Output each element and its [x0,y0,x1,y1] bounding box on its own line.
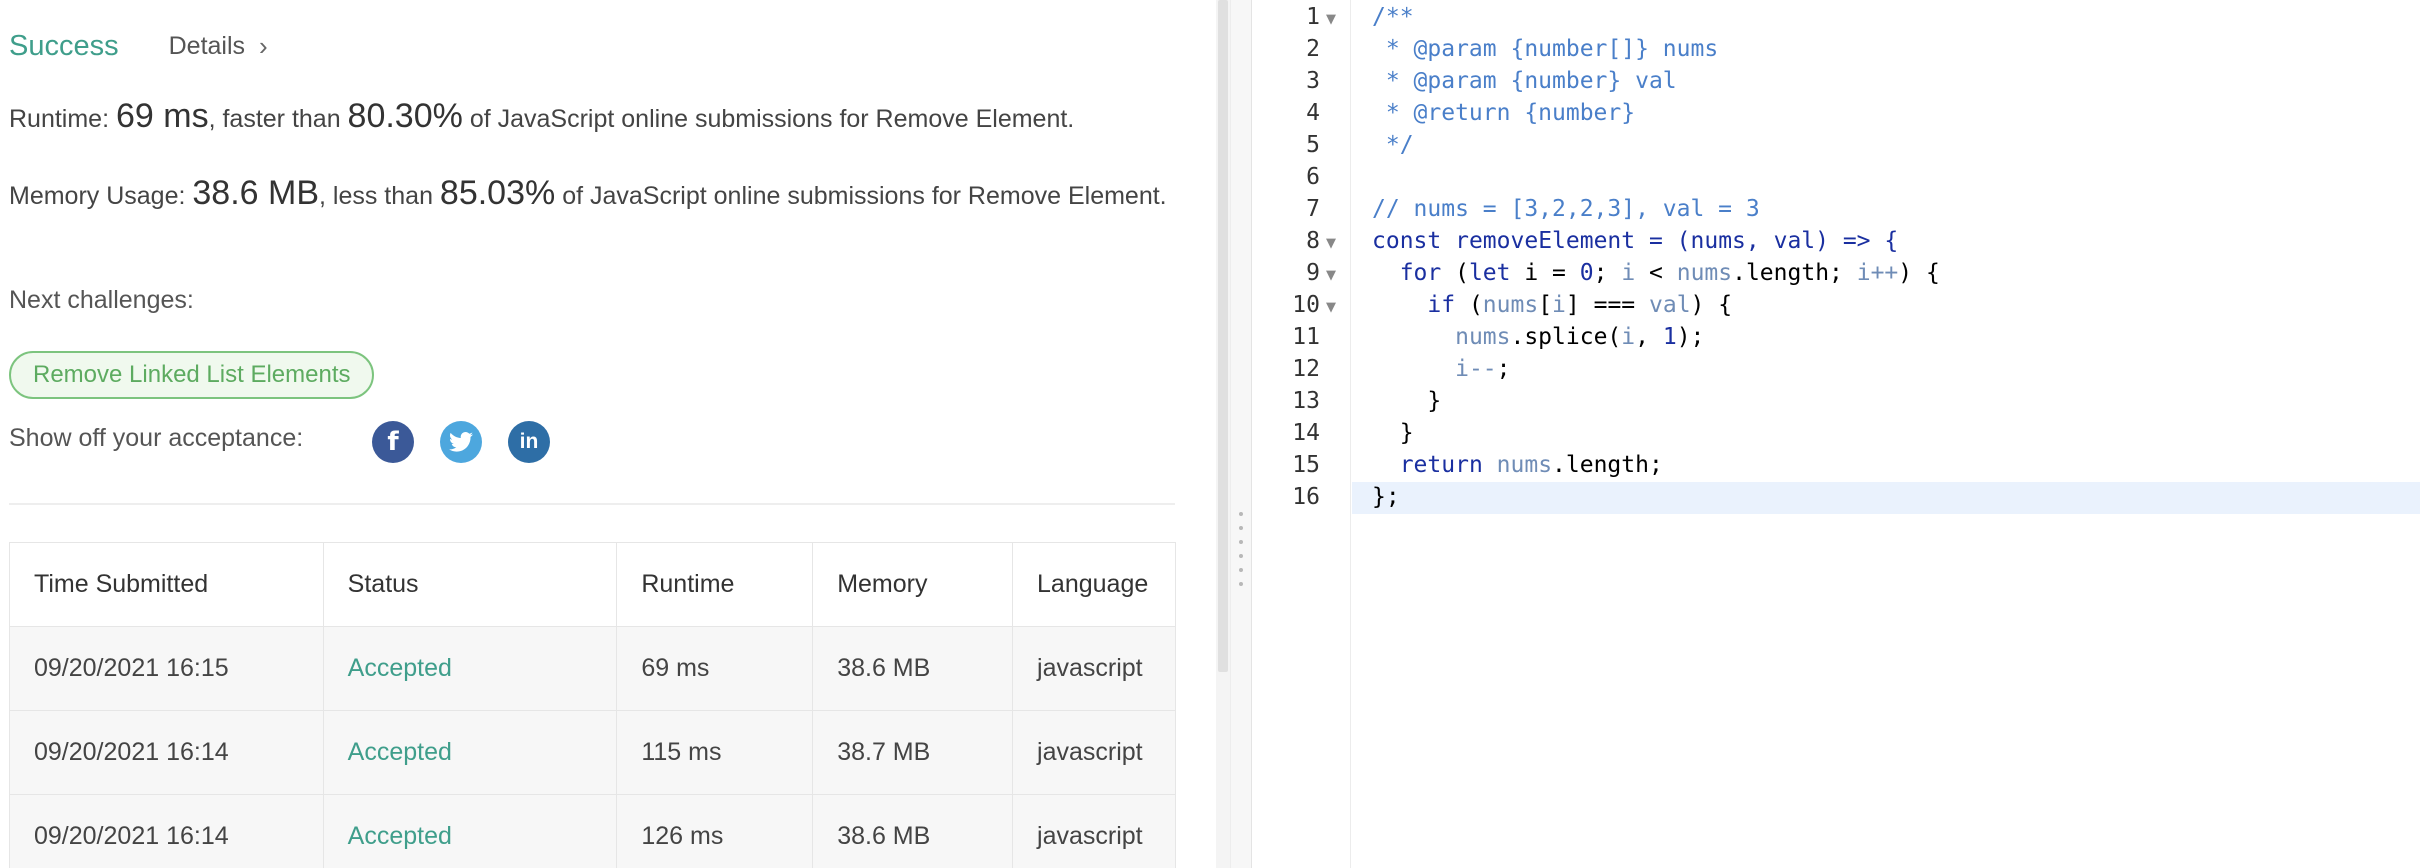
code-line: if (nums[i] === val) { [1427,292,1733,318]
linkedin-icon[interactable]: in [508,421,550,463]
code-line: } [1399,420,1414,446]
cell-runtime: 126 ms [616,794,814,868]
details-link[interactable]: Details › [169,31,268,62]
header-runtime[interactable]: Runtime [616,542,814,627]
line-number: 5 [1306,132,1320,158]
line-number: 16 [1292,484,1320,510]
cell-language: javascript [1012,794,1176,868]
code-line: // nums = [3,2,2,3], val = 3 [1372,196,1760,222]
line-number: 8 [1306,228,1320,254]
cell-memory: 38.6 MB [812,626,1014,711]
code-line: nums.splice(i, 1); [1455,324,1705,350]
twitter-icon[interactable] [440,421,482,463]
code-line: * @return {number} [1372,100,1636,126]
line-number-gutter: 1 ▼ 2 3 4 5 6 7 8 ▼ 9 ▼ 10 ▼ 11 12 13 14… [1252,0,1351,868]
runtime-suffix: of JavaScript online submissions for Rem… [462,105,1075,133]
code-line: */ [1372,132,1414,158]
table-header-row: Time Submitted Status Runtime Memory Lan… [9,542,1176,627]
header-language[interactable]: Language [1012,542,1176,627]
code-line: return nums.length; [1399,452,1663,478]
resize-grip-dot [1239,526,1243,530]
header-status[interactable]: Status [322,542,618,627]
line-number: 9 [1306,260,1320,286]
table-row: 09/20/2021 16:14 Accepted 126 ms 38.6 MB… [9,794,1176,868]
panel-resize-handle[interactable] [1230,0,1252,868]
cell-runtime: 115 ms [616,710,814,795]
runtime-label: Runtime: [9,105,116,133]
resize-grip-dot [1239,568,1243,572]
code-line: } [1427,388,1442,414]
fold-arrow-icon[interactable]: ▼ [1326,12,1336,27]
cell-language: javascript [1012,626,1176,711]
share-label: Show off your acceptance: [9,424,304,452]
line-number: 6 [1306,164,1320,190]
facebook-icon[interactable]: f [372,421,414,463]
line-number: 13 [1292,388,1320,414]
code-editor[interactable]: 1 ▼ 2 3 4 5 6 7 8 ▼ 9 ▼ 10 ▼ 11 12 13 14… [1252,0,2420,868]
code-line: * @param {number[]} nums [1372,36,1719,62]
cell-status-link[interactable]: Accepted [322,626,618,711]
cell-memory: 38.7 MB [812,710,1014,795]
scrollbar-thumb[interactable] [1218,0,1228,672]
submission-result-panel: Success Details › Runtime: 69 ms, faster… [9,24,1176,868]
line-number: 3 [1306,68,1320,94]
fold-arrow-icon[interactable]: ▼ [1326,300,1336,315]
details-label: Details [168,31,246,60]
runtime-value: 69 ms [115,97,209,135]
resize-grip-dot [1239,540,1243,544]
line-number: 4 [1306,100,1320,126]
line-number: 12 [1292,356,1320,382]
line-number: 1 [1306,4,1320,30]
active-line-highlight [1352,482,2420,514]
table-row: 09/20/2021 16:14 Accepted 115 ms 38.7 MB… [9,710,1176,795]
line-number: 15 [1292,452,1320,478]
cell-memory: 38.6 MB [812,794,1014,868]
code-line: }; [1372,484,1400,510]
runtime-summary: Runtime: 69 ms, faster than 80.30% of Ja… [9,98,1169,137]
cell-time: 09/20/2021 16:15 [9,626,324,711]
code-line: i--; [1455,356,1511,382]
header-time-submitted[interactable]: Time Submitted [9,542,324,627]
table-row: 09/20/2021 16:15 Accepted 69 ms 38.6 MB … [9,626,1176,711]
status-success: Success [9,29,119,62]
line-number: 11 [1292,324,1320,350]
line-number: 14 [1292,420,1320,446]
chevron-right-icon: › [259,30,268,61]
memory-suffix: of JavaScript online submissions for Rem… [555,182,1167,210]
code-line: /** [1372,4,1414,30]
cell-status-link[interactable]: Accepted [322,794,618,868]
memory-summary: Memory Usage: 38.6 MB, less than 85.03% … [9,175,1169,214]
line-number: 2 [1306,36,1320,62]
code-line: const removeElement = (nums, val) => { [1372,228,1899,254]
memory-value: 38.6 MB [192,174,320,212]
cell-language: javascript [1012,710,1176,795]
result-header: Success Details › [9,24,268,68]
submissions-table: Time Submitted Status Runtime Memory Lan… [9,542,1176,868]
line-number: 10 [1292,292,1320,318]
divider [9,503,1175,505]
fold-arrow-icon[interactable]: ▼ [1326,268,1336,283]
fold-arrow-icon[interactable]: ▼ [1326,236,1336,251]
header-memory[interactable]: Memory [812,542,1014,627]
runtime-mid: , faster than [208,105,348,133]
next-challenge-chip[interactable]: Remove Linked List Elements [9,351,375,399]
resize-grip-dot [1239,582,1243,586]
runtime-percent: 80.30% [347,97,463,135]
memory-mid: , less than [319,182,440,210]
cell-status-link[interactable]: Accepted [322,710,618,795]
resize-grip-dot [1239,554,1243,558]
resize-grip-dot [1239,512,1243,516]
code-line: for (let i = 0; i < nums.length; i++) { [1399,260,1940,286]
code-line: * @param {number} val [1372,68,1677,94]
memory-label: Memory Usage: [9,182,193,210]
next-challenges-label: Next challenges: [9,286,194,314]
cell-time: 09/20/2021 16:14 [9,710,324,795]
cell-runtime: 69 ms [616,626,814,711]
memory-percent: 85.03% [439,174,556,212]
cell-time: 09/20/2021 16:14 [9,794,324,868]
line-number: 7 [1306,196,1320,222]
